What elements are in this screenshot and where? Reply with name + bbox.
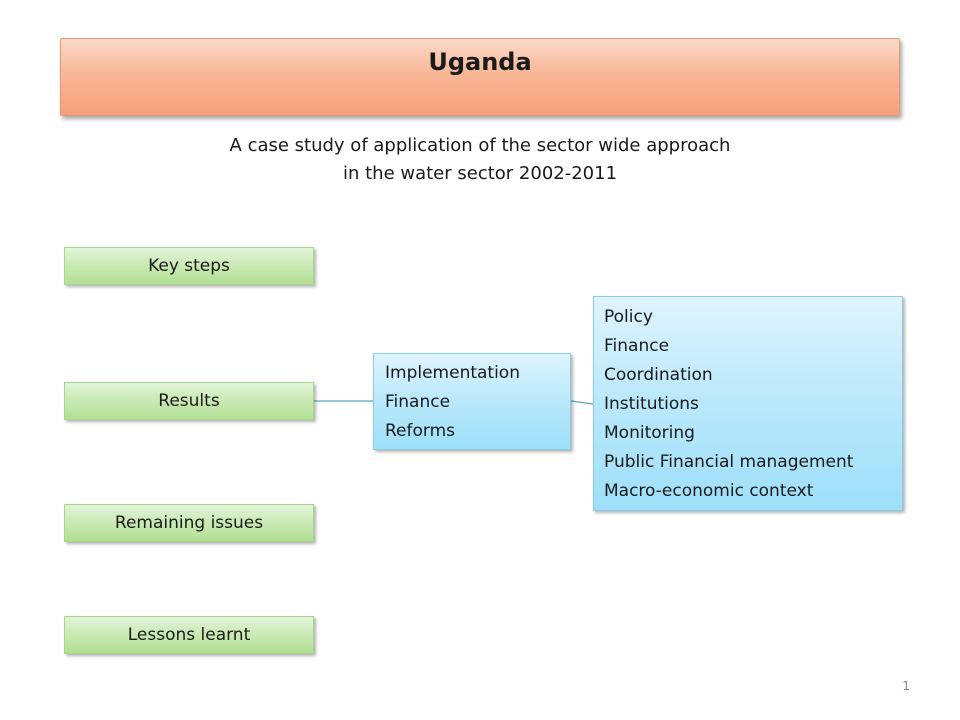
list-item: Reforms xyxy=(385,421,456,441)
list-item: Institutions xyxy=(604,394,699,414)
finance-detail-list: Policy Finance Coordination Institutions… xyxy=(604,303,902,506)
results-label: Results xyxy=(158,391,220,411)
results-detail-box[interactable]: Implementation Finance Reforms xyxy=(373,353,571,450)
results-detail-list: Implementation Finance Reforms xyxy=(385,359,570,446)
connector-mid-to-right xyxy=(570,400,594,405)
key-steps-box[interactable]: Key steps xyxy=(64,247,314,285)
list-item: Implementation xyxy=(385,363,520,383)
key-steps-label: Key steps xyxy=(148,256,230,276)
page-number: 1 xyxy=(902,679,910,693)
list-item: Coordination xyxy=(604,365,713,385)
remaining-issues-label: Remaining issues xyxy=(114,513,264,533)
list-item: Policy xyxy=(604,307,653,327)
subtitle-line-2: in the water sector 2002-2011 xyxy=(342,163,618,184)
finance-detail-box[interactable]: Policy Finance Coordination Institutions… xyxy=(593,296,903,511)
page-title: Uganda xyxy=(428,48,532,76)
list-item: Finance xyxy=(385,392,451,412)
list-item: Monitoring xyxy=(604,423,695,443)
list-item: Macro-economic context xyxy=(604,481,814,501)
list-item: Finance xyxy=(604,336,670,356)
lessons-learnt-box[interactable]: Lessons learnt xyxy=(64,616,314,654)
lessons-learnt-label: Lessons learnt xyxy=(127,625,251,645)
subtitle-line-1: A case study of application of the secto… xyxy=(229,135,731,156)
title-banner: Uganda xyxy=(60,38,900,116)
subtitle: A case study of application of the secto… xyxy=(120,132,840,188)
list-item: Public Financial management xyxy=(604,452,854,472)
remaining-issues-box[interactable]: Remaining issues xyxy=(64,504,314,542)
results-box[interactable]: Results xyxy=(64,382,314,420)
